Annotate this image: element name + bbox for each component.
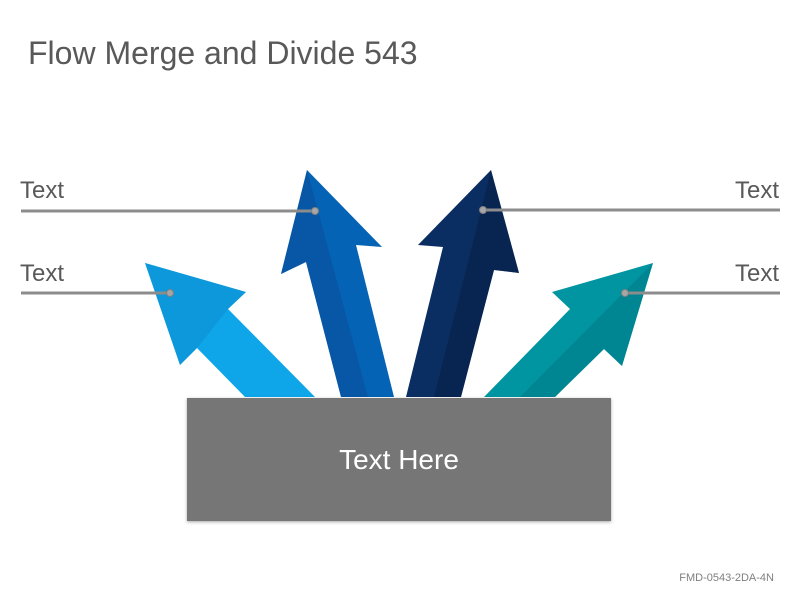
arrow-blue	[281, 170, 394, 397]
label-top-left: Text	[20, 177, 65, 204]
base-box-text: Text Here	[339, 443, 459, 475]
base-box: Text Here	[187, 398, 611, 521]
arrow-teal	[484, 263, 653, 397]
connector-top-left	[21, 207, 319, 215]
connector-mid-right	[621, 289, 780, 297]
arrow-light-blue	[145, 263, 315, 397]
connector-top-right	[479, 206, 780, 214]
label-top-right: Text	[734, 177, 779, 204]
arrow-navy	[406, 170, 519, 397]
footer-code: FMD-0543-2DA-4N	[679, 572, 774, 584]
label-mid-left: Text	[20, 260, 65, 287]
page-title: Flow Merge and Divide 543	[28, 35, 418, 71]
connector-mid-left	[21, 289, 174, 297]
label-mid-right: Text	[734, 260, 779, 287]
